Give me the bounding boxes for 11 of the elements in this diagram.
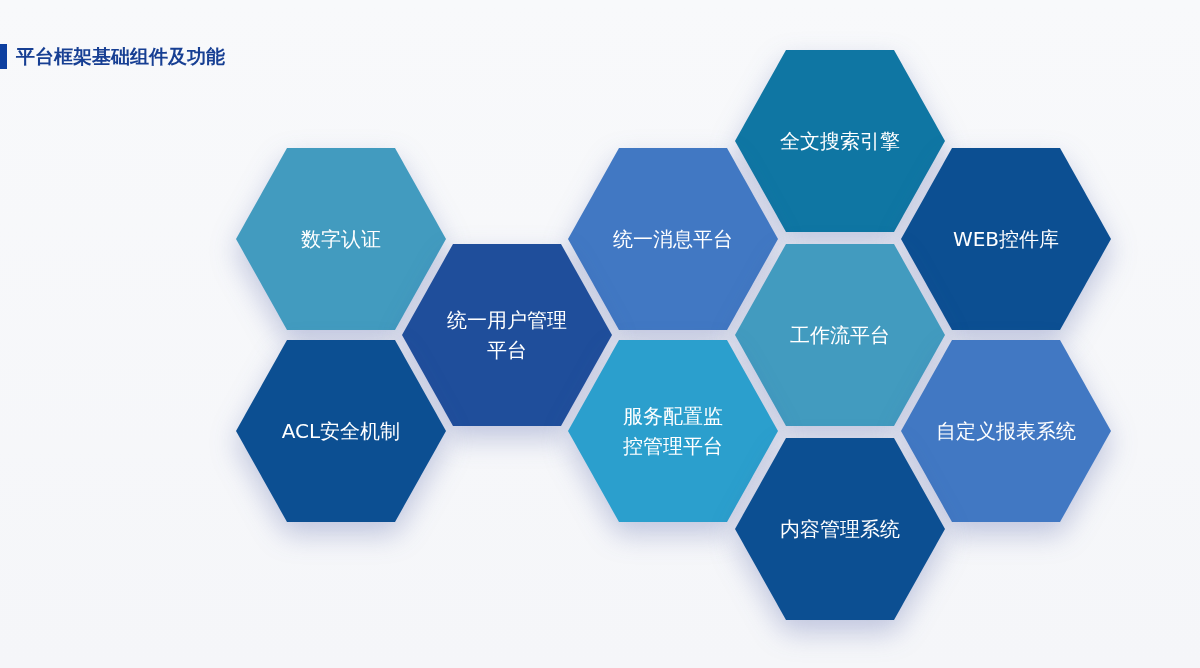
hexagon-label: 全文搜索引擎 [779,128,901,155]
hexagon-label: 自定义报表系统 [935,418,1077,445]
hexagon-label: 工作流平台 [789,322,891,349]
hexagon-label: 内容管理系统 [779,516,901,543]
hexagon-label: ACL安全机制 [280,418,402,445]
hexagon-label: 服务配置监控管理平台 [622,403,724,460]
hexagon-label: 统一消息平台 [612,226,734,253]
page-title: 平台框架基础组件及功能 [16,44,225,69]
hexagon-label: 数字认证 [300,226,382,253]
hexagon-label: WEB控件库 [951,226,1061,253]
hexagon-label: 统一用户管理平台 [446,307,568,364]
